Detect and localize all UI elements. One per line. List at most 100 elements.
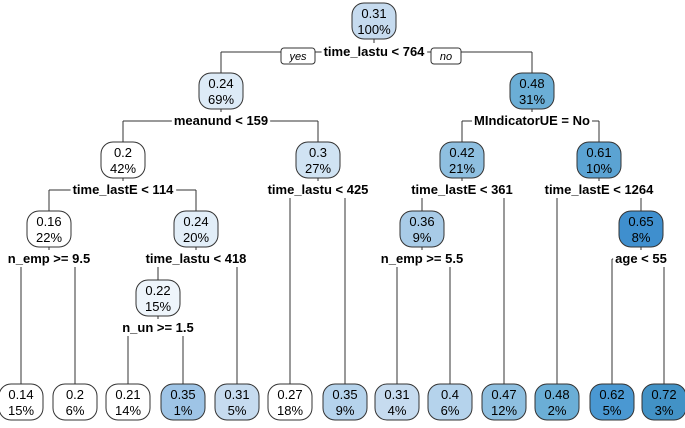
node-value-l12: 0.62 bbox=[599, 387, 624, 402]
node-value-l13: 0.72 bbox=[651, 387, 676, 402]
split-label-bg-n2 bbox=[171, 112, 271, 129]
node-l11: 0.482% bbox=[534, 383, 580, 421]
node-value-n3: 0.48 bbox=[519, 76, 544, 91]
node-value-l10: 0.47 bbox=[491, 387, 516, 402]
split-label-bg-n18 bbox=[120, 319, 196, 336]
node-percent-l2: 6% bbox=[66, 403, 85, 418]
node-box-l12 bbox=[589, 383, 635, 421]
node-l13: 0.723% bbox=[641, 383, 685, 421]
node-box-n15 bbox=[618, 210, 664, 248]
node-box-root bbox=[351, 2, 397, 40]
node-value-l5: 0.31 bbox=[224, 387, 249, 402]
node-value-n8: 0.16 bbox=[36, 214, 61, 229]
split-label-bg-n3 bbox=[472, 112, 593, 129]
node-box-l10 bbox=[481, 383, 527, 421]
split-label-n3: MIndicatorUE = No bbox=[474, 113, 590, 128]
node-box-n3 bbox=[509, 72, 555, 110]
node-percent-n4: 42% bbox=[110, 161, 136, 176]
node-percent-l7: 9% bbox=[336, 403, 355, 418]
node-value-n4: 0.2 bbox=[114, 145, 132, 160]
node-n12: 0.369% bbox=[399, 210, 445, 248]
no-label: no bbox=[440, 51, 452, 63]
yes-no-labels: yes no bbox=[280, 47, 462, 65]
split-label-bg-n12 bbox=[378, 250, 466, 267]
node-percent-l3: 14% bbox=[115, 403, 141, 418]
node-percent-l4: 1% bbox=[174, 403, 193, 418]
split-label-n7: time_lastE < 1264 bbox=[545, 182, 655, 197]
node-value-l9: 0.4 bbox=[441, 387, 459, 402]
yes-label-box bbox=[280, 47, 316, 65]
tree-nodes: 0.31100%0.2469%0.4831%0.242%0.327%0.4221… bbox=[0, 2, 685, 421]
node-value-n7: 0.61 bbox=[586, 145, 611, 160]
node-value-l4: 0.35 bbox=[170, 387, 195, 402]
split-label-bg-n5 bbox=[265, 181, 371, 198]
node-percent-l13: 3% bbox=[655, 403, 674, 418]
node-percent-l8: 4% bbox=[388, 403, 407, 418]
node-percent-n7: 10% bbox=[586, 161, 612, 176]
node-value-n2: 0.24 bbox=[208, 76, 233, 91]
no-label-box bbox=[430, 47, 462, 65]
node-box-n4 bbox=[100, 141, 146, 179]
node-box-n8 bbox=[26, 210, 72, 248]
node-box-n18 bbox=[135, 279, 181, 317]
node-value-l6: 0.27 bbox=[277, 387, 302, 402]
node-box-l3 bbox=[105, 383, 151, 421]
node-l8: 0.314% bbox=[374, 383, 420, 421]
node-box-n9 bbox=[173, 210, 219, 248]
node-box-l8 bbox=[374, 383, 420, 421]
node-l12: 0.625% bbox=[589, 383, 635, 421]
node-box-l7 bbox=[322, 383, 368, 421]
node-percent-l9: 6% bbox=[441, 403, 460, 418]
node-l9: 0.46% bbox=[427, 383, 473, 421]
node-percent-root: 100% bbox=[357, 22, 391, 37]
node-percent-n8: 22% bbox=[36, 230, 62, 245]
node-box-n7 bbox=[576, 141, 622, 179]
node-percent-n15: 8% bbox=[632, 230, 651, 245]
node-percent-l5: 5% bbox=[228, 403, 247, 418]
node-value-l3: 0.21 bbox=[115, 387, 140, 402]
node-percent-n6: 21% bbox=[449, 161, 475, 176]
split-label-n18: n_un >= 1.5 bbox=[122, 320, 194, 335]
split-label-bg-n15 bbox=[613, 250, 669, 267]
node-percent-n12: 9% bbox=[413, 230, 432, 245]
node-box-n2 bbox=[198, 72, 244, 110]
node-value-l1: 0.14 bbox=[8, 387, 33, 402]
node-value-n5: 0.3 bbox=[309, 145, 327, 160]
split-label-n4: time_lastE < 114 bbox=[73, 182, 175, 197]
node-box-l4 bbox=[160, 383, 206, 421]
node-percent-n3: 31% bbox=[519, 92, 545, 107]
split-label-n8: n_emp >= 9.5 bbox=[8, 251, 90, 266]
split-label-bg-n8 bbox=[5, 250, 93, 267]
split-label-bg-n7 bbox=[542, 181, 657, 198]
node-n4: 0.242% bbox=[100, 141, 146, 179]
node-percent-l1: 15% bbox=[8, 403, 34, 418]
split-label-n2: meanund < 159 bbox=[174, 113, 268, 128]
node-box-l13 bbox=[641, 383, 685, 421]
split-label-n5: time_lastu < 425 bbox=[268, 182, 369, 197]
split-label-n15: age < 55 bbox=[615, 251, 667, 266]
tree-edges bbox=[20, 39, 665, 384]
node-value-l8: 0.31 bbox=[384, 387, 409, 402]
node-percent-n2: 69% bbox=[208, 92, 234, 107]
node-box-n6 bbox=[439, 141, 485, 179]
node-n5: 0.327% bbox=[295, 141, 341, 179]
split-label-n12: n_emp >= 5.5 bbox=[381, 251, 463, 266]
node-value-n9: 0.24 bbox=[183, 214, 208, 229]
node-box-n12 bbox=[399, 210, 445, 248]
node-n15: 0.658% bbox=[618, 210, 664, 248]
node-percent-l10: 12% bbox=[491, 403, 517, 418]
node-percent-l12: 5% bbox=[603, 403, 622, 418]
node-percent-n5: 27% bbox=[305, 161, 331, 176]
